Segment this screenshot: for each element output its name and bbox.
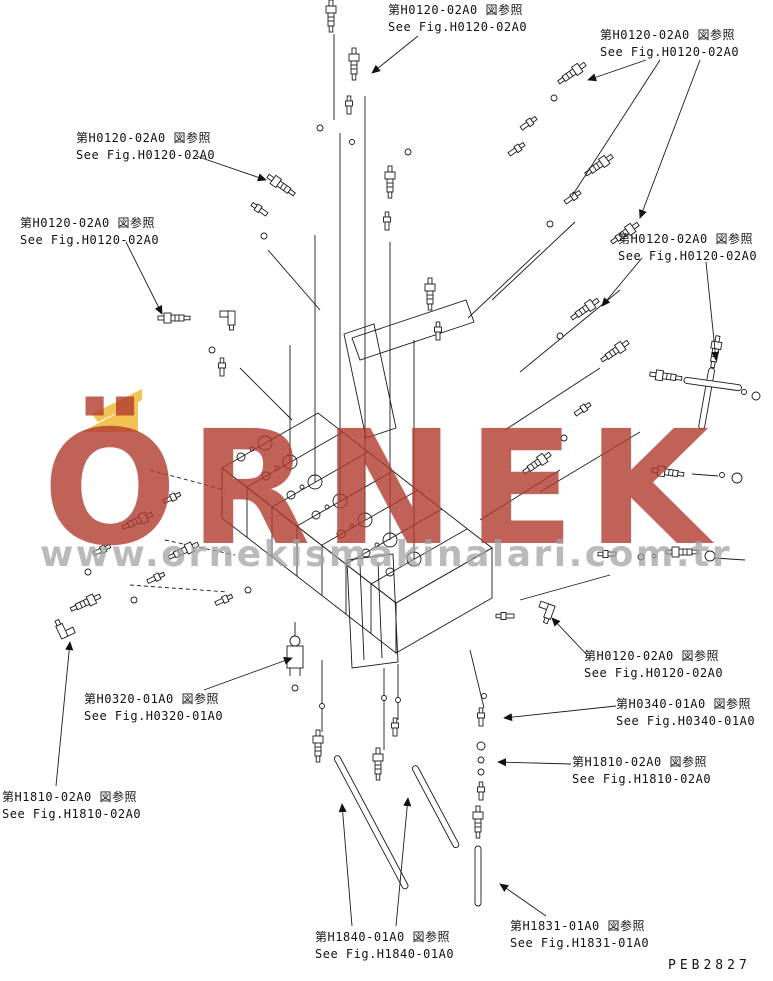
fitting [434,321,442,341]
fig-ref-bottom-right: 第H1831-01A0 図参照 See Fig.H1831-01A0 [510,918,649,952]
fig-ref-left-h0320: 第H0320-01A0 図参照 See Fig.H0320-01A0 [84,691,223,725]
fig-ref-en: See Fig.H0120-02A0 [600,45,740,59]
hose [683,376,742,392]
fig-ref-jp: 第H0120-02A0 図参照 [76,131,211,145]
leader-lines [129,221,746,750]
small-parts [84,94,761,776]
valve-block [221,299,493,669]
fitting [598,337,632,365]
fig-ref-en: See Fig.H0120-02A0 [388,20,528,34]
drawing-layer [53,0,761,927]
fig-ref-jp: 第H1810-02A0 図参照 [2,790,137,804]
fitting [213,592,234,608]
fig-ref-jp: 第H1810-02A0 図参照 [572,755,707,769]
fig-ref-jp: 第H0120-02A0 図参照 [618,232,753,246]
elbow-fitting [534,600,556,625]
fig-ref-en: See Fig.H0120-02A0 [618,249,758,263]
fig-ref-top-right: 第H0120-02A0 図参照 See Fig.H0120-02A0 [600,27,739,61]
fitting [424,277,436,311]
fig-ref-en: See Fig.H1810-02A0 [572,772,712,786]
fitting [384,165,396,199]
fig-ref-bottom-center: 第H1840-01A0 図参照 See Fig.H1840-01A0 [315,929,454,963]
hose [333,755,409,890]
fitting [506,140,527,158]
fig-ref-jp: 第H0320-01A0 図参照 [84,692,219,706]
fig-ref-left-mid: 第H0120-02A0 図参照 See Fig.H0120-02A0 [20,215,159,249]
fitting [325,0,337,33]
watermark-accent-stripe [92,389,142,422]
hose [411,765,460,849]
fitting [477,781,485,801]
fitting [648,368,683,384]
drawing-number: PEB2827 [668,958,751,973]
fitting [391,717,399,737]
fig-ref-jp: 第H1840-01A0 図参照 [315,930,450,944]
elbow-fitting [219,310,236,331]
fitting [582,151,616,179]
fig-ref-right-lower: 第H0120-02A0 図参照 See Fig.H0120-02A0 [584,648,723,682]
fig-ref-jp: 第H1831-01A0 図参照 [510,919,645,933]
fig-ref-jp: 第H0120-02A0 図参照 [584,649,719,663]
watermark: ÖRNEK www.ornekismakinalari.com.tr [40,389,732,581]
fitting [477,707,485,727]
watermark-brand: ÖRNEK [43,395,722,581]
fig-ref-en: See Fig.H1840-01A0 [315,947,455,961]
fig-ref-left-upper: 第H0120-02A0 図参照 See Fig.H0120-02A0 [76,130,215,164]
fig-ref-en: See Fig.H0120-02A0 [76,148,216,162]
hose [474,845,482,907]
fitting [495,612,515,620]
callout-arrows [55,35,720,927]
fig-ref-en: See Fig.H1831-01A0 [510,936,650,950]
fitting [562,188,583,206]
fitting [249,200,270,218]
watermark-accent-triangle [82,402,138,432]
fitting [312,729,324,763]
fitting [555,59,589,87]
fig-ref-jp: 第H0340-01A0 図参照 [616,697,751,711]
fittings-layer [53,0,761,907]
fitting [348,47,360,81]
fig-ref-en: See Fig.H0120-02A0 [584,666,724,680]
fitting [264,171,298,199]
fig-ref-en: See Fig.H1810-02A0 [2,807,142,821]
fitting [518,114,539,132]
fig-ref-right-h0340: 第H0340-01A0 図参照 See Fig.H0340-01A0 [616,696,755,730]
fig-ref-jp: 第H0120-02A0 図参照 [600,28,735,42]
fig-ref-right-mid: 第H0120-02A0 図参照 See Fig.H0120-02A0 [618,231,757,265]
pilot-valve [286,635,304,692]
watermark-url: www.ornekismakinalari.com.tr [40,534,732,575]
fig-ref-jp: 第H0120-02A0 図参照 [20,216,155,230]
fig-ref-en: See Fig.H0340-01A0 [616,714,756,728]
fig-ref-bottom-left: 第H1810-02A0 図参照 See Fig.H1810-02A0 [2,789,141,823]
fitting [218,357,226,377]
fitting [472,805,484,839]
fitting [157,312,191,324]
elbow-fitting [53,614,76,640]
fig-ref-en: See Fig.H0320-01A0 [84,709,224,723]
fitting [383,211,391,231]
fitting [68,590,103,615]
fig-ref-right-h1810: 第H1810-02A0 図参照 See Fig.H1810-02A0 [572,754,711,788]
fig-ref-top-center: 第H0120-02A0 図参照 See Fig.H0120-02A0 [388,2,527,36]
pipes [289,34,415,559]
fitting [372,747,384,781]
fig-ref-en: See Fig.H0120-02A0 [20,233,160,247]
fig-ref-jp: 第H0120-02A0 図参照 [388,3,523,17]
fitting [345,95,353,115]
